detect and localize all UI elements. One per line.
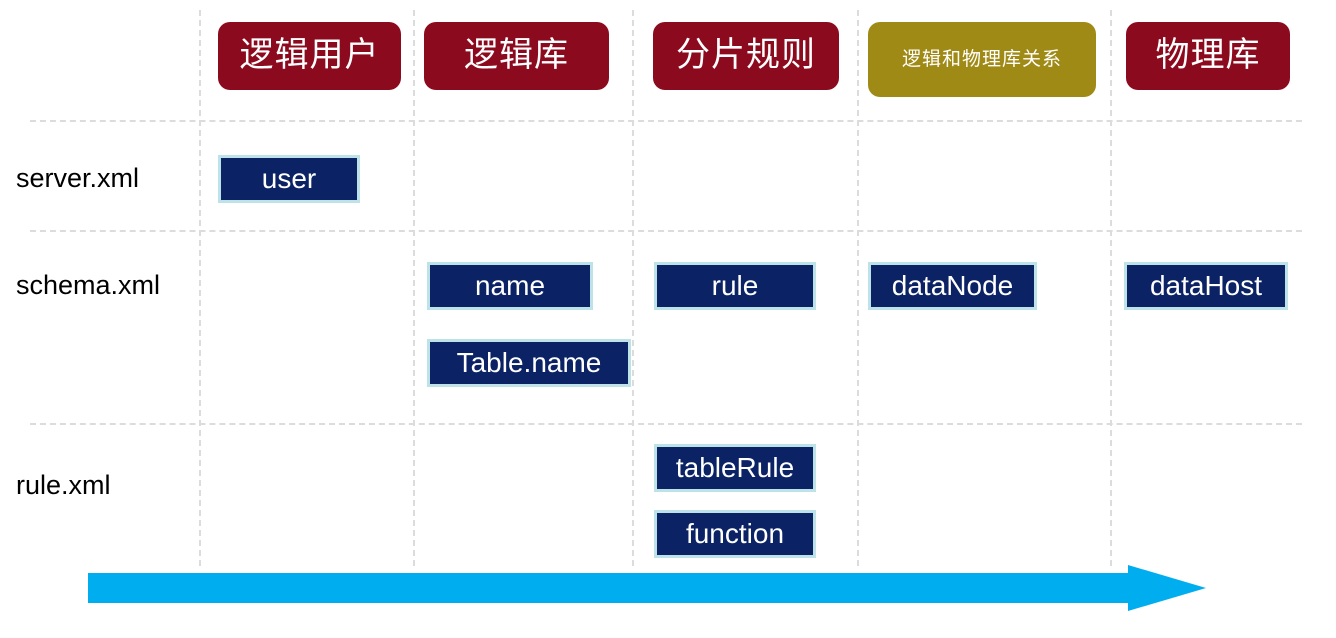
chip-rule[interactable]: rule — [654, 262, 816, 310]
grid-vline-4 — [857, 10, 859, 566]
chip-label: user — [261, 163, 317, 194]
chip-datahost[interactable]: dataHost — [1124, 262, 1288, 310]
chip-label: dataHost — [1149, 270, 1263, 301]
column-header-label: 物理库 — [1155, 35, 1261, 76]
chip-function[interactable]: function — [654, 510, 816, 558]
column-header-logical-database[interactable]: 逻辑库 — [424, 22, 609, 90]
chip-datanode[interactable]: dataNode — [868, 262, 1037, 310]
chip-label: tableRule — [675, 452, 795, 483]
chip-label: Table.name — [456, 347, 602, 378]
column-header-label: 逻辑用户 — [239, 35, 380, 76]
grid-vline-5 — [1110, 10, 1112, 566]
chip-table-name[interactable]: Table.name — [427, 339, 631, 387]
grid-vline-3 — [632, 10, 634, 566]
column-header-logical-user[interactable]: 逻辑用户 — [218, 22, 401, 90]
row-label-server-xml: server.xml — [16, 163, 140, 193]
column-header-label: 分片规则 — [676, 35, 816, 76]
grid-hline-3 — [30, 423, 1302, 425]
row-label-rule-xml: rule.xml — [16, 470, 111, 500]
chip-label: rule — [711, 270, 759, 301]
grid-hline-2 — [30, 230, 1302, 232]
column-header-label: 逻辑库 — [464, 35, 569, 76]
chip-label: function — [685, 518, 785, 549]
grid-hline-1 — [30, 120, 1302, 122]
chip-tablerule[interactable]: tableRule — [654, 444, 816, 492]
column-header-label: 逻辑和物理库关系 — [901, 47, 1062, 70]
column-header-sharding-rule[interactable]: 分片规则 — [653, 22, 839, 90]
column-header-logical-physical-mapping[interactable]: 逻辑和物理库关系 — [868, 22, 1096, 97]
column-header-physical-database[interactable]: 物理库 — [1126, 22, 1290, 90]
direction-arrow-icon — [88, 565, 1206, 611]
chip-name[interactable]: name — [427, 262, 593, 310]
grid-vline-2 — [413, 10, 415, 566]
chip-label: name — [474, 270, 546, 301]
chip-user[interactable]: user — [218, 155, 360, 203]
row-label-schema-xml: schema.xml — [16, 270, 161, 300]
chip-label: dataNode — [891, 270, 1014, 301]
grid-vline-1 — [199, 10, 201, 566]
